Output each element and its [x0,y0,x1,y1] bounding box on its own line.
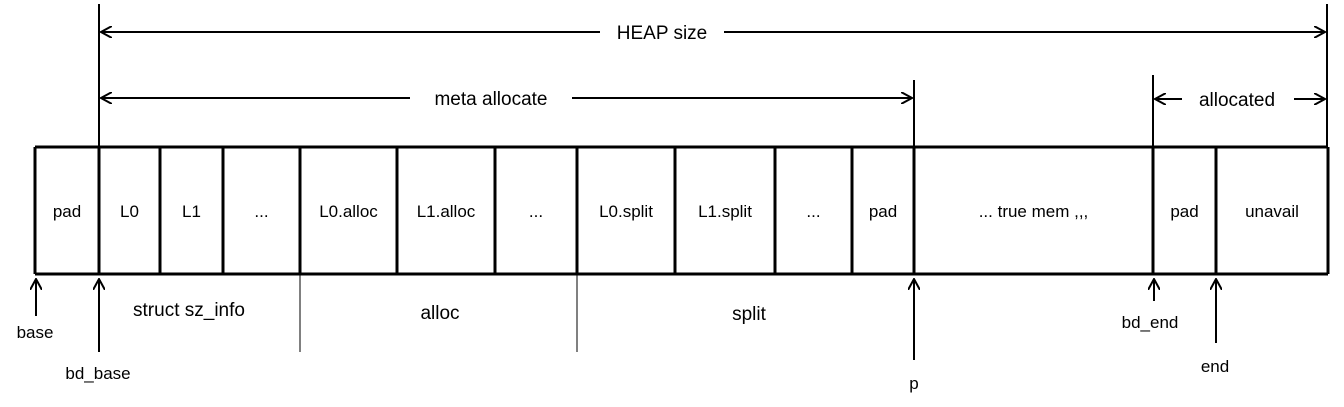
group-label-split: split [732,304,767,325]
memory-cell-label: ... [806,202,820,221]
bd-end-pointer-label: bd_end [1122,313,1179,332]
memory-cell-label: unavail [1245,202,1299,221]
memory-cell-label: L0 [120,202,139,221]
memory-cell-label: pad [1170,202,1198,221]
memory-cell-label: L1.alloc [417,202,476,221]
memory-cell-label: ... [529,202,543,221]
end-pointer-label: end [1201,357,1229,376]
memory-cell-label: pad [53,202,81,221]
memory-strip: pad L0 L1... L0.alloc L1.alloc... L0.split L1.… [33,145,1330,276]
memory-cell-label: ... true mem ,,, [979,202,1089,221]
p-pointer-label: p [909,374,918,393]
memory-cell-label: pad [869,202,897,221]
memory-cell-label: L0.split [599,202,653,221]
base-pointer-label: base [17,323,54,342]
group-label-alloc: alloc [420,303,459,324]
allocated-label: allocated [1199,90,1275,111]
heap-size-label: HEAP size [617,23,707,44]
memory-cell-label: L1.split [698,202,752,221]
memory-cell-label: ... [254,202,268,221]
memory-cell-label: L0.alloc [319,202,378,221]
meta-allocate-label: meta allocate [434,89,547,110]
memory-cell-label: L1 [182,202,201,221]
bd-base-pointer-label: bd_base [65,364,130,383]
group-label-struct-sz-info: struct sz_info [133,300,245,321]
